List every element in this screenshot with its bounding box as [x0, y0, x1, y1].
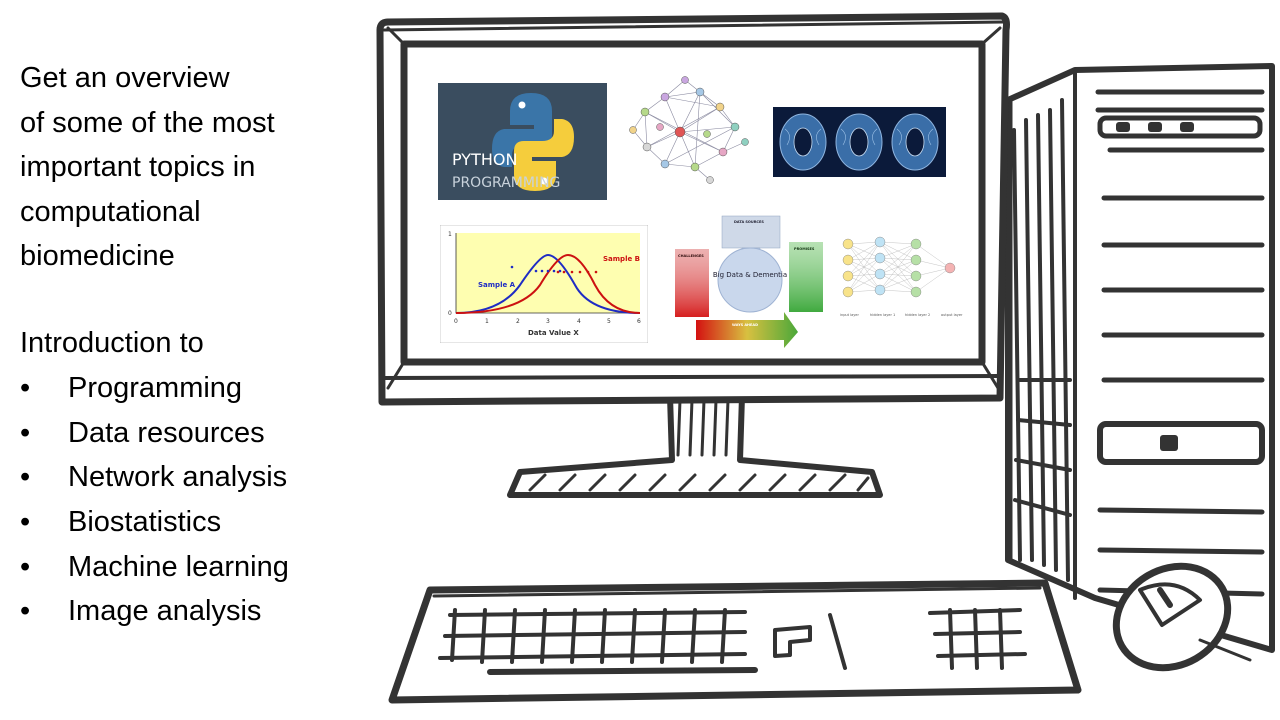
input-layer-label: input layer [840, 313, 859, 317]
hidden-layer-2-label: hidden layer 2 [905, 313, 930, 317]
heading-line: important topics in [20, 151, 256, 183]
keyboard-icon [388, 579, 1082, 704]
ways-ahead-label: WAYS AHEAD [732, 323, 758, 327]
heading-line: biomedicine [20, 240, 175, 272]
y-tick-label: 0 [448, 310, 452, 317]
python-programming-thumbnail: PYTHON PROGRAMMING [438, 83, 607, 200]
neural-network-thumbnail: input layer hidden layer 1 hidden layer … [840, 236, 963, 317]
sample-b-label: Sample B [603, 255, 640, 263]
x-tick-label: 0 [454, 318, 458, 325]
heading-line: computational [20, 195, 201, 228]
mouse-icon [1112, 562, 1252, 672]
y-tick-label: 1 [448, 231, 452, 238]
big-data-center-label: Big Data & Dementia [713, 271, 787, 279]
output-layer-label: output layer [941, 313, 963, 317]
brain-mri-thumbnail [773, 107, 946, 177]
bullet-icon: • [20, 550, 31, 583]
promises-label: PROMISES [794, 247, 815, 251]
python-subtitle: PROGRAMMING [452, 175, 560, 191]
x-tick-label: 1 [485, 318, 489, 325]
topic-label: Biostatistics [68, 506, 222, 539]
x-tick-label: 5 [607, 318, 611, 325]
intro-heading: Introduction to [20, 327, 204, 359]
challenges-label: CHALLENGES [678, 254, 704, 258]
x-axis-label: Data Value X [528, 329, 579, 337]
topic-label: Programming [68, 372, 243, 404]
python-logo-icon [492, 93, 574, 191]
topic-item: • Programming [20, 366, 289, 411]
bullet-icon: • [20, 416, 31, 449]
data-sources-label: DATA SOURCES [734, 220, 764, 224]
bullet-icon: • [20, 506, 31, 539]
monitor-stand-icon [507, 393, 883, 498]
x-tick-label: 4 [577, 318, 581, 325]
topic-item: • Biostatistics [20, 500, 289, 545]
protein-network-thumbnail [629, 76, 749, 184]
topic-label: Data resources [68, 416, 265, 449]
topic-label: Network analysis [68, 461, 288, 494]
bullet-icon: • [20, 372, 31, 404]
topic-item: • Machine learning [20, 545, 289, 590]
x-tick-label: 2 [516, 318, 520, 325]
sample-a-label: Sample A [478, 281, 516, 289]
distribution-plot-thumbnail: Sample A Sample B 1 0 0 1 2 3 4 5 6 Data… [440, 225, 648, 343]
bullet-icon: • [20, 461, 31, 494]
heading-line: Get an overview [20, 62, 230, 94]
python-title: PYTHON [452, 150, 517, 169]
heading-line: of some of the most [20, 106, 275, 139]
topic-label: Machine learning [68, 550, 289, 583]
big-data-dementia-thumbnail: DATA SOURCES Big Data & Dementia CHALLEN… [675, 215, 823, 348]
topic-list: • Programming • Data resources • Network an… [20, 366, 289, 634]
tower-icon [1005, 63, 1275, 653]
topic-label: Image analysis [68, 595, 262, 628]
topic-item: • Data resources [20, 411, 289, 456]
topic-item: • Network analysis [20, 455, 289, 500]
hidden-layer-1-label: hidden layer 1 [870, 313, 895, 317]
slide-heading: Get an overview of some of the most impo… [20, 56, 350, 279]
x-tick-label: 3 [546, 318, 550, 325]
bullet-icon: • [20, 595, 31, 628]
topic-item: • Image analysis [20, 589, 289, 634]
x-tick-label: 6 [637, 318, 641, 325]
